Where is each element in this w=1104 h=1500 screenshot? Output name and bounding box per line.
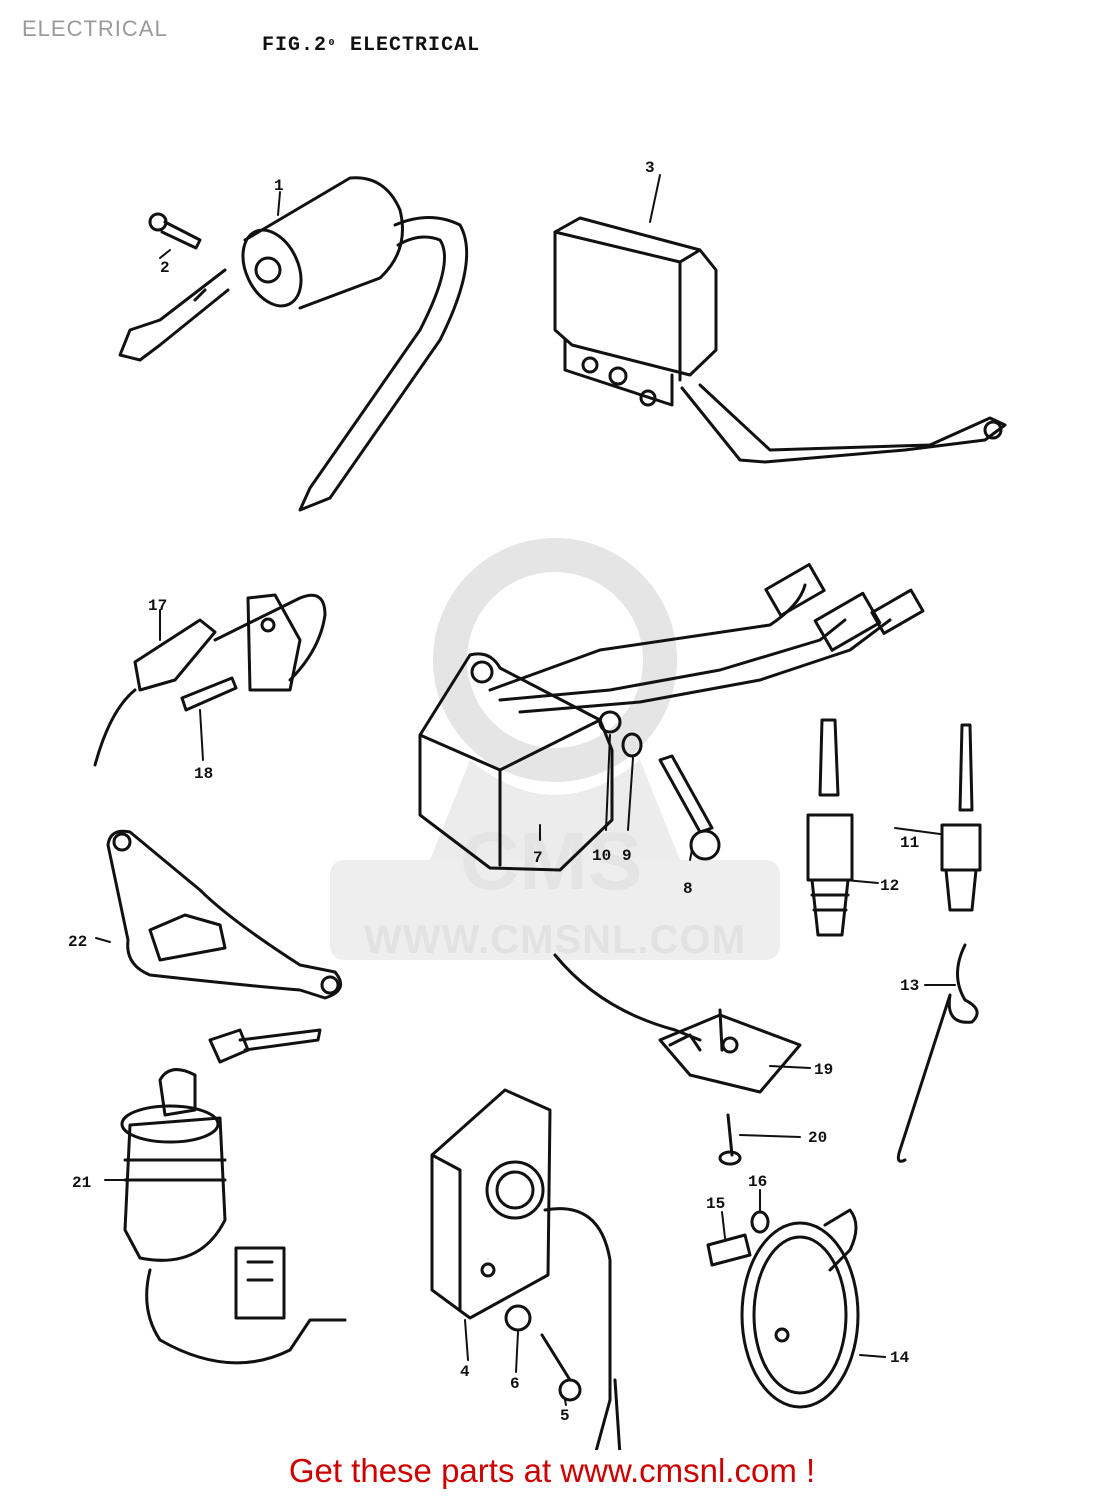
label-part-22: 22 [68,933,87,951]
page-title: ELECTRICAL [22,16,168,41]
bolt-part-15 [706,1233,752,1267]
label-part-3: 3 [645,159,655,177]
label-part-4: 4 [460,1363,470,1381]
label-part-6: 6 [510,1375,520,1393]
label-part-10: 10 [592,847,611,865]
label-part-8: 8 [683,880,693,898]
label-part-18: 18 [194,765,213,783]
label-part-2: 2 [160,259,170,277]
parts-diagram: 1 2 3 17 18 7 10 9 8 11 12 13 22 19 20 2… [68,159,1007,1450]
bolt-part-5 [540,1333,582,1402]
screw-part-20 [718,1113,742,1166]
label-part-21: 21 [72,1174,91,1192]
label-part-5: 5 [560,1407,570,1425]
condenser-part-17 [93,593,327,767]
screw-part-2 [148,212,202,259]
spring-part-13 [896,943,979,1163]
label-part-19: 19 [814,1061,833,1079]
ignition-coil-part-1 [118,176,469,512]
condenser-pin-part-18 [180,676,238,712]
label-part-15: 15 [706,1195,725,1213]
label-part-13: 13 [900,977,919,995]
cmsnl-parts-link[interactable]: Get these parts at www.cmsnl.com ! [288,1452,816,1489]
terminal-board-part-19 [553,953,802,1094]
bracket-part-22 [106,829,343,1000]
ignition-switch-part-21 [120,1028,347,1365]
label-part-9: 9 [622,847,632,865]
label-part-11: 11 [900,834,919,852]
figure-heading: FIG.2⁰ ELECTRICAL [262,34,481,57]
horn-part-14 [740,1208,860,1409]
label-part-16: 16 [748,1173,767,1191]
relay-part-4 [430,1088,622,1450]
lock-washer-part-9 [621,732,643,758]
washer-part-16 [750,1210,770,1234]
switch-part-11 [940,723,982,912]
sensor-part-12 [806,718,854,937]
label-part-7: 7 [533,849,543,867]
washer-part-6 [504,1304,532,1332]
cdi-unit-part-7 [418,563,925,872]
bolt-part-8 [658,754,721,861]
watermark-brand: CMS [460,816,643,907]
part-labels: 1 2 3 17 18 7 10 9 8 11 12 13 22 19 20 2… [68,159,919,1425]
label-part-14: 14 [890,1349,910,1367]
label-part-12: 12 [880,877,899,895]
label-part-1: 1 [274,177,284,195]
leader-lines [95,174,956,1406]
label-part-17: 17 [148,597,167,615]
label-part-20: 20 [808,1129,827,1147]
washer-part-10 [598,710,622,734]
regulator-part-3 [553,216,1007,464]
